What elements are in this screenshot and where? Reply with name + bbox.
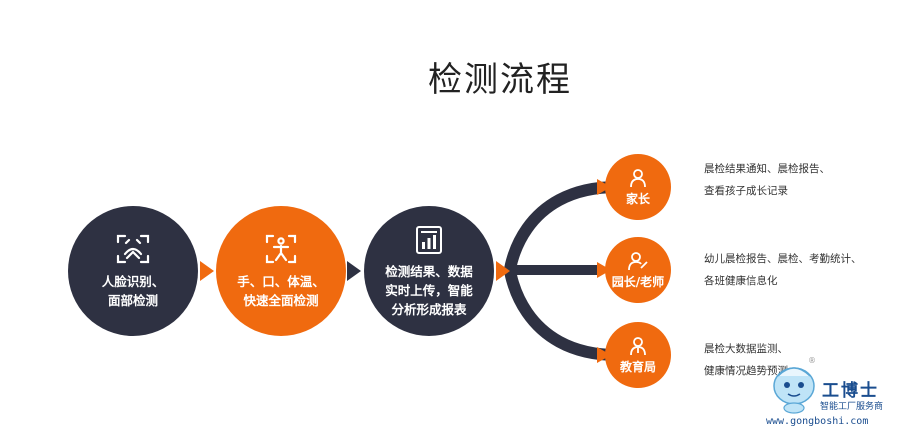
teacher-user-icon	[628, 251, 648, 270]
body-scan-icon	[265, 234, 297, 264]
step-body-check: 手、口、体温、 快速全面检测	[216, 206, 346, 336]
arrow-3	[496, 261, 510, 281]
step-1-line2: 面部检测	[107, 293, 158, 308]
step-data-upload: 检测结果、数据 实时上传，智能 分析形成报表	[364, 206, 494, 336]
mascot-icon	[773, 367, 815, 414]
page-title: 检测流程	[428, 60, 572, 100]
role-teacher-label: 园长/老师	[611, 274, 665, 289]
watermark-url: www.gongboshi.com	[766, 416, 869, 427]
step-1-line1: 人脸识别、	[101, 274, 165, 289]
step-3-line2: 实时上传，智能	[385, 282, 473, 298]
step-face-detection: 人脸识别、 面部检测	[68, 206, 198, 336]
desc-teacher-line1: 幼儿晨检报告、晨检、考勤统计、	[704, 253, 862, 265]
bureau-user-icon	[630, 336, 646, 355]
watermark-subtitle: 智能工厂服务商	[820, 402, 884, 412]
parent-user-icon	[630, 168, 646, 187]
arrow-1	[200, 261, 214, 281]
watermark-brand: 工博士	[822, 381, 879, 401]
step-3-line1: 检测结果、数据	[385, 263, 473, 279]
connector-arrow-middle	[597, 262, 611, 278]
report-chart-icon	[416, 225, 442, 254]
desc-parent-line1: 晨检结果通知、晨检报告、	[704, 163, 830, 175]
connector-arrow-top	[597, 179, 611, 195]
role-bureau-label: 教育局	[619, 359, 656, 374]
step-2-line1: 手、口、体温、	[237, 274, 325, 289]
desc-teacher: 幼儿晨检报告、晨检、考勤统计、 各班健康信息化	[704, 248, 862, 292]
step-3-line3: 分析形成报表	[391, 301, 467, 317]
role-parent: 家长	[605, 154, 671, 220]
desc-parent: 晨检结果通知、晨检报告、 查看孩子成长记录	[704, 158, 830, 202]
face-scan-icon	[116, 234, 150, 264]
connector-arrow-bottom	[597, 347, 611, 363]
desc-parent-line2: 查看孩子成长记录	[704, 185, 788, 197]
desc-teacher-line2: 各班健康信息化	[704, 275, 778, 287]
role-teacher: 园长/老师	[605, 237, 671, 303]
role-bureau: 教育局	[605, 322, 671, 388]
desc-bureau: 晨检大数据监测、 健康情况趋势预测	[704, 338, 788, 382]
role-parent-label: 家长	[625, 191, 650, 206]
arrow-2	[347, 261, 361, 281]
watermark: ® 工博士 智能工厂服务商 www.gongboshi.com	[766, 356, 896, 436]
watermark-registered: ®	[808, 356, 816, 365]
desc-bureau-line2: 健康情况趋势预测	[704, 365, 788, 377]
step-2-line2: 快速全面检测	[243, 293, 319, 308]
desc-bureau-line1: 晨检大数据监测、	[704, 343, 788, 355]
